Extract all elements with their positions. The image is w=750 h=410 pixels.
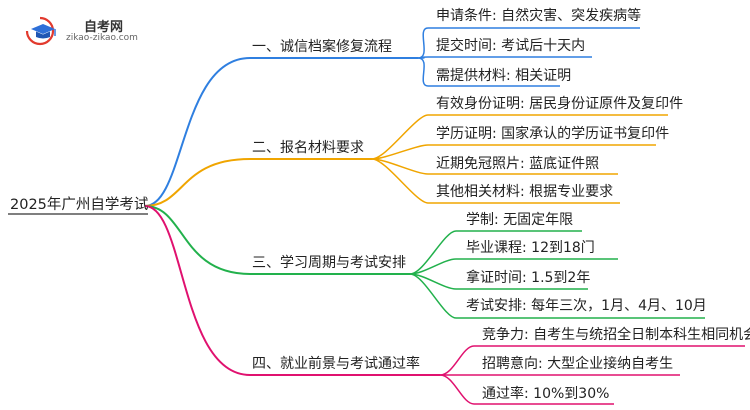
branch-2-label: 二、报名材料要求 bbox=[252, 140, 364, 156]
root-node: 2025年广州自学考试 bbox=[10, 197, 149, 213]
branch-3-leaf-2-connector bbox=[409, 258, 457, 275]
branch-3-connector bbox=[144, 205, 251, 275]
branch-4-leaf-3-connector bbox=[439, 374, 475, 405]
branch-3-leaf-1: 学制: 无固定年限 bbox=[466, 212, 574, 228]
branch-2-leaf-3-connector bbox=[371, 158, 429, 175]
branch-4-leaf-3: 通过率: 10%到30% bbox=[482, 386, 610, 402]
site-logo[interactable]: 自考网 zikao-zikao.com bbox=[24, 14, 164, 50]
branch-3-leaf-1-connector bbox=[409, 230, 457, 275]
branch-1-label: 一、诚信档案修复流程 bbox=[252, 39, 392, 55]
branch-3-leaf-4-connector bbox=[409, 273, 457, 319]
branch-2-leaf-1: 有效身份证明: 居民身份证原件及复印件 bbox=[436, 96, 684, 112]
branch-4-leaf-2: 招聘意向: 大型企业接纳自考生 bbox=[482, 356, 674, 372]
branch-3-label: 三、学习周期与考试安排 bbox=[252, 255, 406, 271]
logo-url: zikao-zikao.com bbox=[66, 33, 138, 43]
graduation-cap-icon bbox=[25, 16, 56, 46]
branch-2-leaf-2: 学历证明: 国家承认的学历证书复印件 bbox=[436, 126, 670, 142]
branch-2-leaf-3: 近期免冠照片: 蓝底证件照 bbox=[436, 156, 600, 172]
branch-2-connector bbox=[144, 158, 251, 207]
logo-title: 自考网 bbox=[84, 20, 124, 35]
branch-3-leaf-2: 毕业课程: 12到18门 bbox=[466, 240, 595, 256]
branch-4-leaf-1-connector bbox=[439, 345, 475, 376]
branch-1-leaf-1: 申请条件: 自然灾害、突发疾病等 bbox=[436, 8, 642, 24]
branch-1-leaf-1-connector bbox=[417, 27, 429, 59]
branch-3-leaf-3: 拿证时间: 1.5到2年 bbox=[466, 270, 591, 286]
branch-4-label: 四、就业前景与考试通过率 bbox=[252, 356, 420, 372]
branch-4-connector bbox=[144, 205, 251, 376]
branch-1-leaf-3-connector bbox=[417, 57, 429, 87]
branch-3-leaf-4: 考试安排: 每年三次，1月、4月、10月 bbox=[466, 298, 707, 314]
branch-1-leaf-3: 需提供材料: 相关证明 bbox=[436, 68, 572, 84]
branch-2-leaf-4: 其他相关材料: 根据专业要求 bbox=[436, 184, 614, 200]
branch-1-connector bbox=[144, 57, 251, 207]
branch-2-leaf-2-connector bbox=[371, 144, 429, 160]
branch-1-leaf-2: 提交时间: 考试后十天内 bbox=[436, 38, 586, 54]
branch-2-leaf-1-connector bbox=[371, 114, 429, 160]
branch-4-leaf-1: 竞争力: 自考生与统招全日制本科生相同机会 bbox=[482, 327, 750, 343]
branch-2-leaf-4-connector bbox=[371, 158, 429, 204]
